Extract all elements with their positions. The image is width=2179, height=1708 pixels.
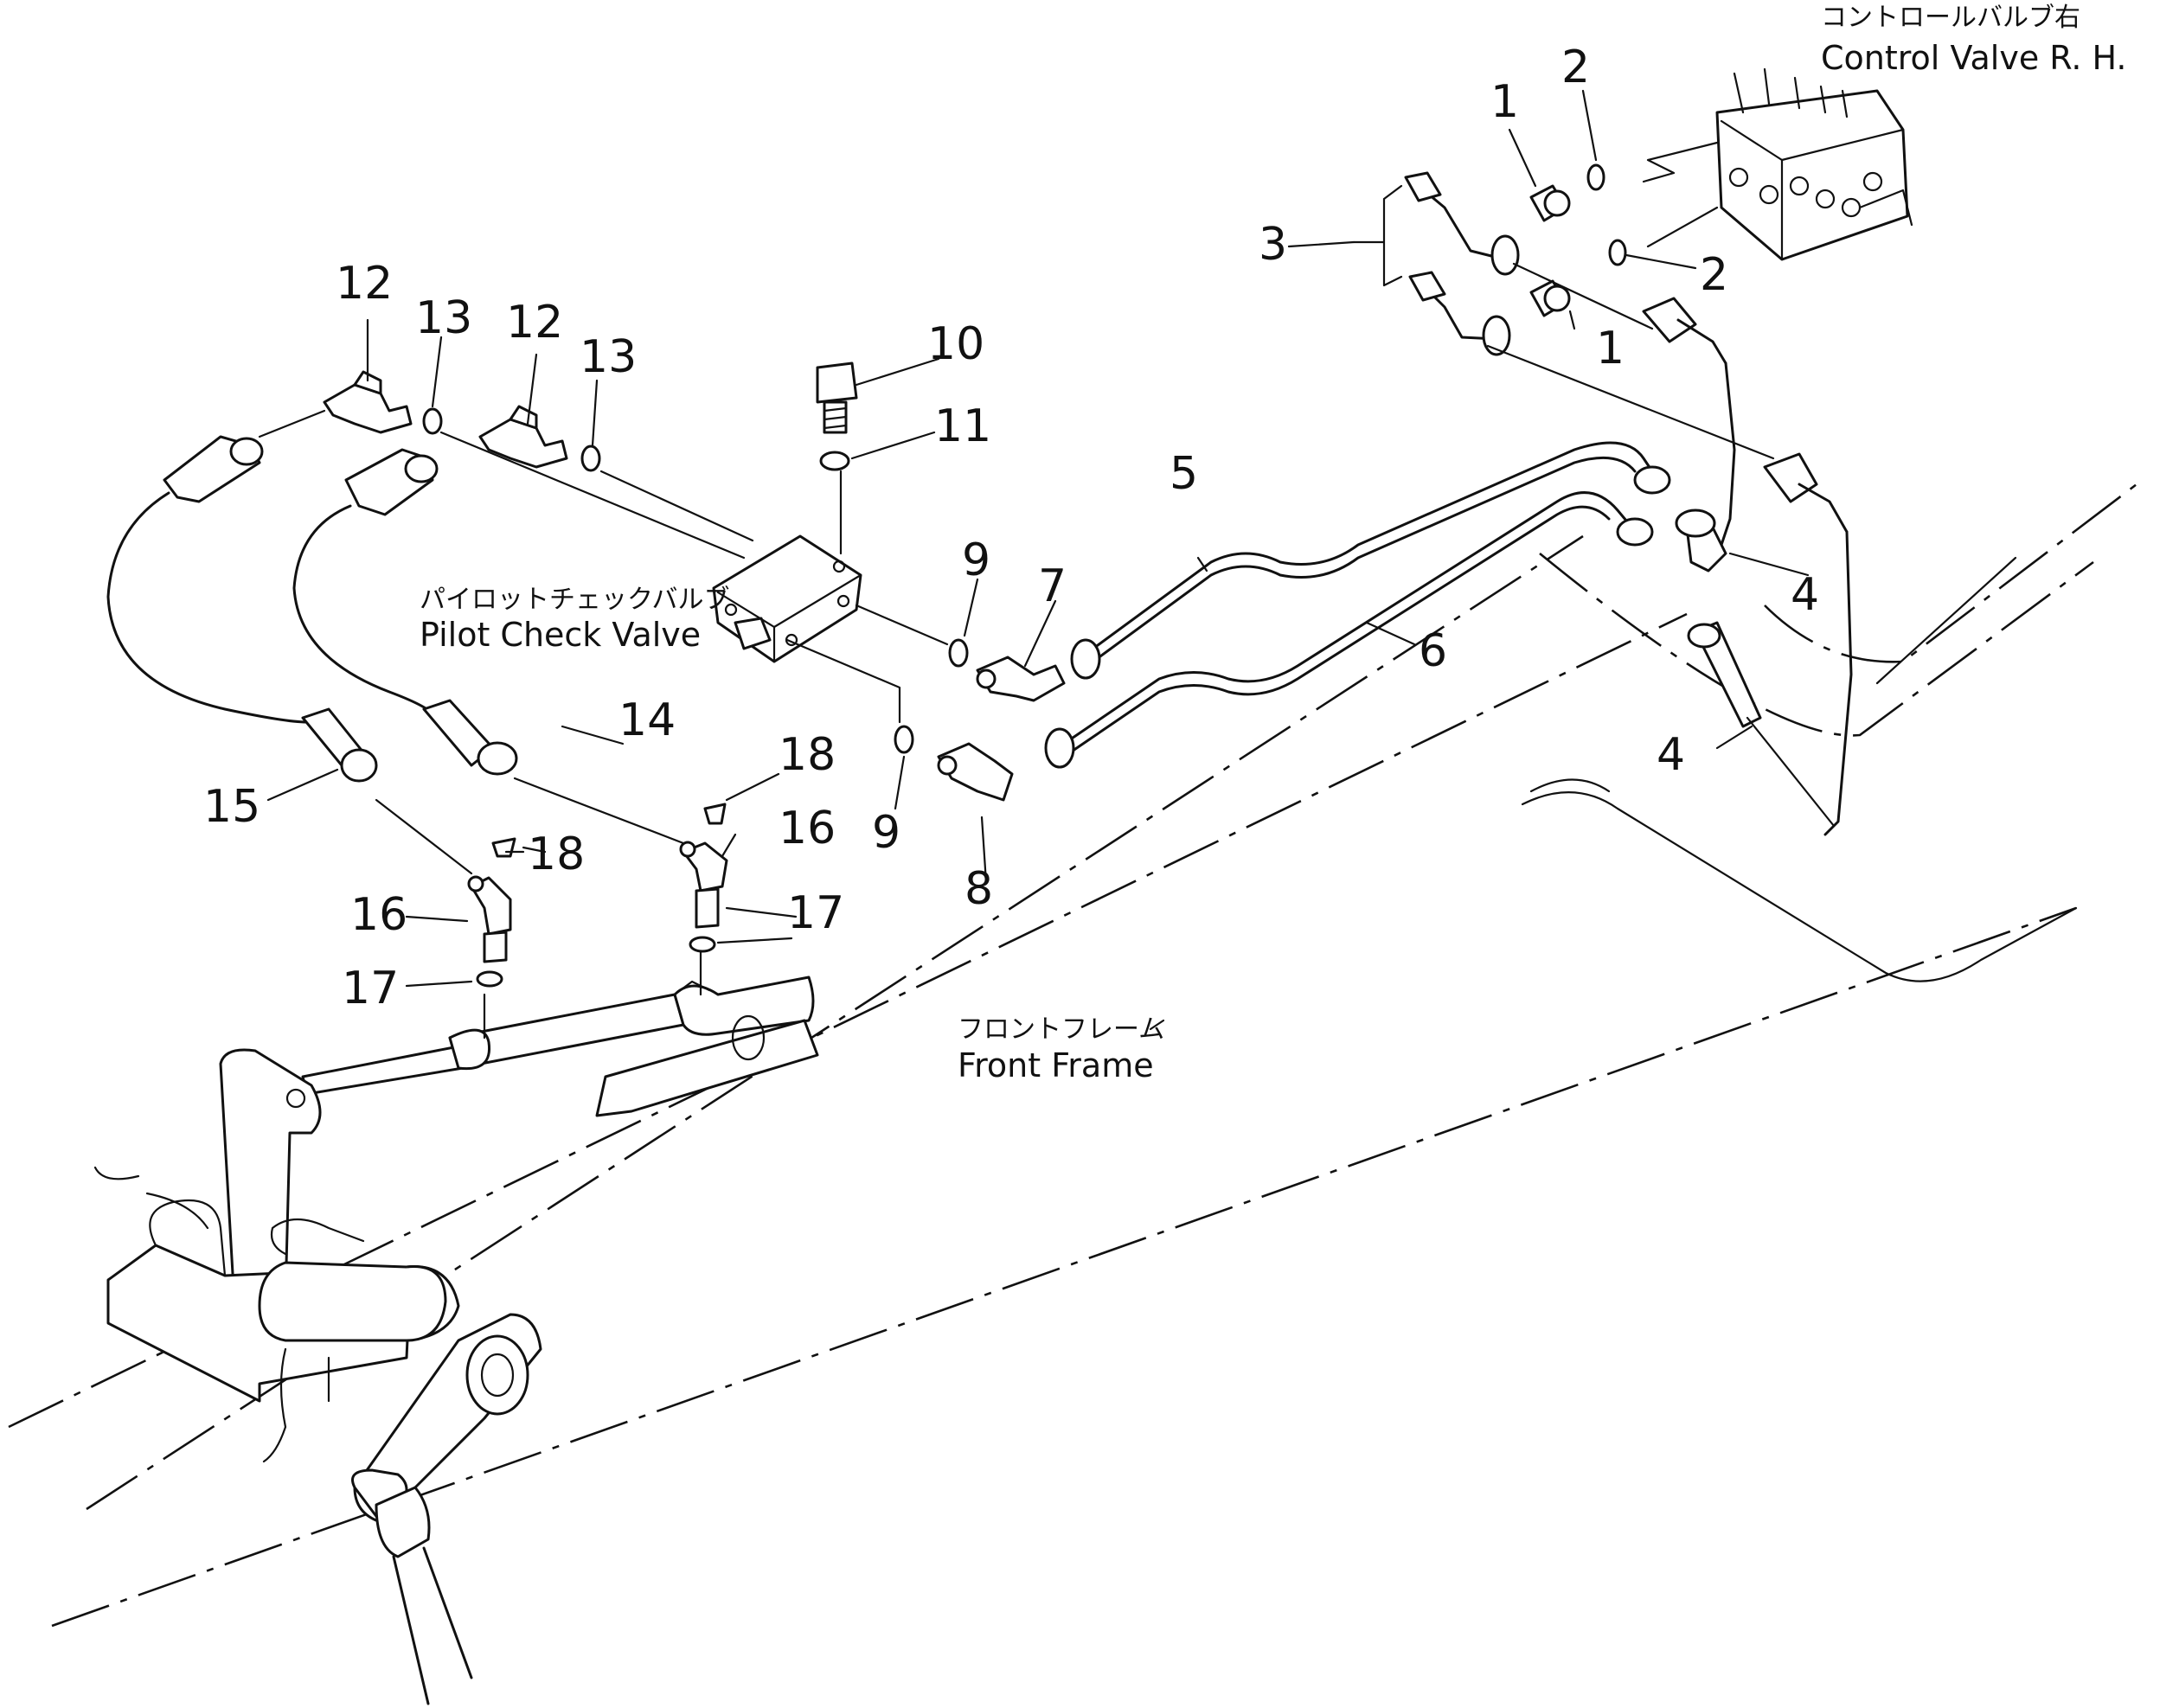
- cap-18: [491, 837, 516, 858]
- callout-11: 11: [934, 400, 991, 452]
- steering-linkage: [93, 1048, 542, 1705]
- o-ring-17b: [689, 936, 716, 953]
- callout-8: 8: [965, 863, 993, 915]
- o-ring-9: [948, 638, 969, 668]
- cap-18b: [703, 803, 727, 825]
- callout-4: 4: [1791, 569, 1819, 621]
- callout-18: 18: [779, 729, 836, 781]
- o-ring-2b: [1608, 239, 1627, 266]
- callout-16: 16: [779, 803, 836, 854]
- hose-14: [292, 448, 518, 776]
- control-valve-label-en: Control Valve R. H.: [1821, 39, 2126, 77]
- callout-9: 9: [962, 534, 990, 586]
- elbow-fitting-12b: [478, 405, 568, 469]
- hose-4: [1642, 297, 1853, 836]
- pilot-check-valve-label-jp: パイロットチェックバルブ: [420, 585, 730, 615]
- elbow-fitting-1: [1529, 184, 1571, 222]
- callout-9b: 9: [872, 807, 900, 859]
- callout-1: 1: [1490, 76, 1519, 128]
- callout-2: 2: [1561, 42, 1590, 93]
- callout-leaders: [266, 89, 1810, 988]
- callout-6: 6: [1419, 625, 1447, 677]
- callout-3: 3: [1259, 219, 1287, 271]
- callout-2b: 2: [1700, 249, 1728, 301]
- callout-12: 12: [336, 258, 393, 310]
- callout-14: 14: [618, 694, 676, 746]
- callout-13b: 13: [580, 331, 637, 383]
- front-frame-label-en: Front Frame: [958, 1046, 1154, 1084]
- callout-10: 10: [927, 318, 984, 370]
- callout-1b: 1: [1596, 323, 1625, 374]
- elbow-fitting-1b: [1529, 279, 1571, 317]
- callout-16b: 16: [350, 889, 407, 941]
- elbow-fitting-12: [323, 370, 413, 434]
- tube-5: [1070, 441, 1671, 680]
- callout-15: 15: [203, 781, 260, 833]
- callout-7: 7: [1038, 560, 1067, 612]
- control-valve-label-jp: コントロールバルブ右: [1821, 3, 2080, 33]
- pilot-check-valve-label-en: Pilot Check Valve: [420, 616, 701, 654]
- tube-6: [1044, 491, 1654, 769]
- callout-12b: 12: [506, 297, 563, 349]
- o-ring-9b: [894, 725, 914, 754]
- callout-numbers: 1 2 2 1 3 4 4 5 6 7 8 9 9 10 11 12 12 13…: [203, 42, 1819, 1014]
- elbow-fitting-16: [467, 875, 512, 963]
- o-ring-13: [422, 407, 443, 435]
- callout-5: 5: [1170, 448, 1198, 500]
- o-ring-17: [476, 970, 503, 988]
- hose-15: [106, 435, 378, 783]
- elbow-fitting-8: [937, 742, 1014, 802]
- front-frame-label-jp: フロントフレーム: [958, 1014, 1164, 1045]
- o-ring-2: [1586, 163, 1605, 191]
- washer-11: [819, 451, 850, 471]
- tube-assembly-3: [1352, 171, 1520, 356]
- callout-4b: 4: [1657, 729, 1685, 781]
- callout-17: 17: [787, 887, 844, 939]
- steering-cylinder: [301, 976, 819, 1117]
- o-ring-13b: [580, 445, 601, 472]
- pilot-check-valve: [712, 534, 862, 663]
- elbow-fitting-7: [976, 656, 1066, 702]
- callout-17b: 17: [342, 963, 399, 1014]
- callout-18b: 18: [528, 828, 585, 880]
- callout-13: 13: [415, 292, 472, 344]
- elbow-fitting-16b: [679, 841, 728, 929]
- bolt-10: [816, 361, 858, 434]
- control-valve-rh: [1715, 67, 1913, 261]
